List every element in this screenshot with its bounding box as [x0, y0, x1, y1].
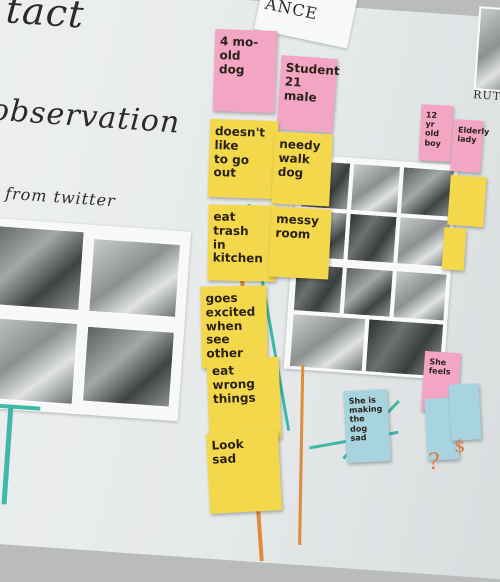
note-she-is-making-dog-sad: She is making the dog sad: [343, 388, 391, 464]
twitter-label: from twitter: [4, 183, 117, 211]
observation-heading: observation: [0, 92, 182, 141]
note-messy-room: messy room: [268, 206, 332, 280]
dog-photo-1: [0, 223, 86, 313]
collage-photo-10: [287, 311, 368, 374]
collage-photo-8: [341, 265, 395, 319]
orange-line-2: [298, 364, 305, 545]
note-12yr-boy: 12 yr old boy: [418, 104, 454, 162]
dog-photo-2: [87, 236, 183, 319]
heading-fragment: tact: [4, 0, 86, 37]
collage-photo-5: [345, 211, 399, 266]
photo-top-right: [473, 6, 500, 94]
note-look-sad: Look sad: [205, 430, 283, 514]
question-mark: ?: [428, 450, 441, 475]
dog-photo-4: [80, 324, 177, 409]
dog-photo-3: [0, 315, 80, 406]
note-right-yellow-2: [441, 227, 467, 271]
collage-photo-9: [391, 269, 449, 323]
sign-fragment: ANCE: [263, 0, 320, 24]
green-line-left-drop: [1, 404, 14, 505]
note-eat-trash-kitchen: eat trash in kitchen: [207, 204, 277, 282]
sign-fragment-2: RUTH: [472, 88, 500, 104]
note-4mo-dog: 4 mo-old dog: [212, 28, 278, 114]
dollar-mark: $: [454, 436, 467, 457]
twitter-photo-sheet: [0, 217, 192, 422]
note-needy-walk-dog: needy walk dog: [271, 131, 333, 207]
note-doesnt-like-go-out: doesn't like to go out: [207, 118, 279, 200]
note-eat-wrong-things: eat wrong things: [206, 356, 282, 442]
note-elderly: Elderly lady: [450, 119, 490, 173]
note-right-yellow: [447, 174, 487, 228]
note-student: Student 21 male: [276, 55, 340, 133]
collage-photo-2: [348, 161, 403, 216]
note-blue-far-right: [448, 383, 482, 441]
